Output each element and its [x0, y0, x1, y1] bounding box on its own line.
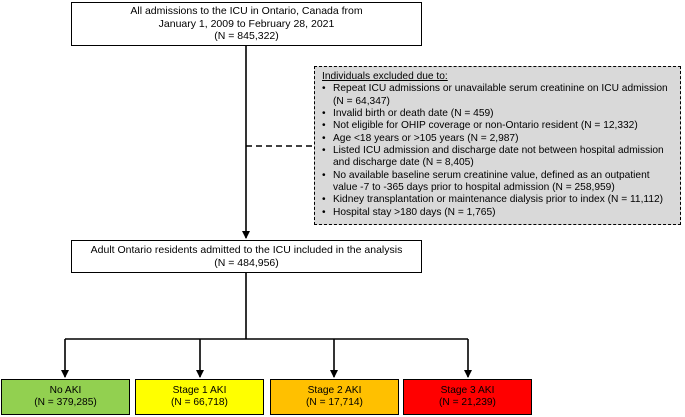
- stage-label: No AKI: [49, 384, 82, 396]
- exclusion-title: Individuals excluded due to:: [322, 71, 448, 82]
- stage-1-aki-box: Stage 1 AKI (N = 66,718): [135, 379, 264, 415]
- exclusion-item: Hospital stay >180 days (N = 1,765): [322, 206, 674, 220]
- exclusion-item-line-2: value -7 to -365 days prior to hospital …: [333, 182, 615, 194]
- exclusion-item: Not eligible for OHIP coverage or non-On…: [322, 120, 674, 133]
- included-cohort-box: Adult Ontario residents admitted to the …: [71, 240, 422, 273]
- stage-count: (N = 379,285): [34, 397, 97, 408]
- exclusion-item: Age <18 years or >105 years (N = 2,987): [322, 132, 674, 146]
- all-admissions-box: All admissions to the ICU in Ontario, Ca…: [71, 2, 422, 46]
- exclusion-item-line-1: Repeat ICU admissions or unavailable ser…: [333, 83, 668, 95]
- exclusion-box: Individuals excluded due to: Repeat ICU …: [314, 66, 681, 225]
- stage-label: Stage 1 AKI: [172, 384, 227, 396]
- exclusion-item-line-1: No available baseline serum creatinine v…: [333, 169, 650, 181]
- stage-label: Stage 3 AKI: [440, 384, 495, 396]
- included-cohort-label: Adult Ontario residents admitted to the …: [90, 244, 403, 256]
- all-admissions-line-1: All admissions to the ICU in Ontario, Ca…: [130, 5, 363, 18]
- included-cohort-count: (N = 484,956): [214, 256, 279, 269]
- stage-count: (N = 17,714): [306, 397, 363, 408]
- exclusion-item-line-1: Hospital stay >180 days (N = 1,765): [333, 206, 496, 218]
- stage-label: Stage 2 AKI: [307, 384, 362, 396]
- stage-2-aki-box: Stage 2 AKI (N = 17,714): [270, 379, 399, 415]
- exclusion-item: Listed ICU admission and discharge date …: [322, 145, 674, 170]
- exclusion-item-line-1: Invalid birth or death date (N = 459): [333, 108, 494, 120]
- exclusion-item-line-1: Age <18 years or >105 years (N = 2,987): [333, 132, 519, 144]
- exclusion-item: Kidney transplantation or maintenance di…: [322, 194, 674, 207]
- exclusion-list: Repeat ICU admissions or unavailable ser…: [322, 83, 674, 219]
- exclusion-item: No available baseline serum creatinine v…: [322, 170, 674, 195]
- all-admissions-count: (N = 845,322): [214, 30, 279, 43]
- stage-count: (N = 66,718): [171, 397, 228, 408]
- exclusion-item-line-1: Kidney transplantation or maintenance di…: [333, 194, 664, 206]
- all-admissions-line-2: January 1, 2009 to February 28, 2021: [158, 17, 335, 30]
- exclusion-item-line-2: (N = 64,347): [333, 95, 390, 107]
- no-aki-box: No AKI (N = 379,285): [1, 379, 130, 415]
- stage-3-aki-box: Stage 3 AKI (N = 21,239): [403, 379, 532, 415]
- stage-count: (N = 21,239): [439, 397, 496, 408]
- exclusion-item: Invalid birth or death date (N = 459): [322, 108, 674, 121]
- exclusion-item: Repeat ICU admissions or unavailable ser…: [322, 83, 674, 108]
- exclusion-item-line-1: Not eligible for OHIP coverage or non-On…: [333, 120, 638, 132]
- exclusion-item-line-1: Listed ICU admission and discharge date …: [333, 145, 664, 157]
- exclusion-item-line-2: and discharge date (N = 8,405): [333, 157, 474, 169]
